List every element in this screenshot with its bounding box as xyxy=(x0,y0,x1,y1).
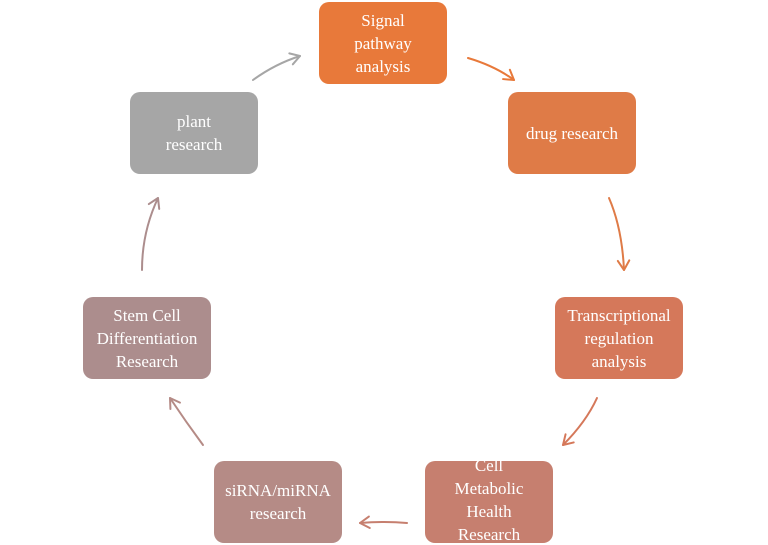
node-label: plant research xyxy=(165,112,223,154)
arrowhead xyxy=(147,197,161,210)
node-plant-research: plant research xyxy=(130,92,258,174)
node-label: drug research xyxy=(525,123,619,143)
cycle-arrow xyxy=(141,197,159,271)
node-label: Cell Metabolic Health Research xyxy=(454,461,524,543)
arrowhead xyxy=(502,68,515,81)
arrowhead xyxy=(616,259,631,271)
arrowhead xyxy=(562,433,575,446)
node-signal-pathway-analysis: Signal pathway analysis xyxy=(319,2,447,84)
node-stem-cell-differentiation-research: Stem Cell Differentiation Research xyxy=(83,297,211,379)
cycle-arrow xyxy=(252,55,301,81)
arrowhead xyxy=(288,52,301,66)
cycle-arrow xyxy=(467,57,515,81)
cycle-arrow xyxy=(608,197,625,271)
cycle-arrow xyxy=(562,397,598,446)
cycle-arrow xyxy=(169,397,204,446)
node-label: Transcriptional regulation analysis xyxy=(567,305,671,371)
node-transcriptional-regulation-analysis: Transcriptional regulation analysis xyxy=(555,297,683,379)
node-label: siRNA/miRNA research xyxy=(225,481,331,523)
node-cell-metabolic-health-research: Cell Metabolic Health Research xyxy=(425,461,553,543)
cycle-arrow xyxy=(359,521,408,524)
arrowhead xyxy=(169,397,181,410)
arrowhead xyxy=(359,515,371,529)
node-label: Signal pathway analysis xyxy=(354,10,412,76)
node-drug-research: drug research xyxy=(508,92,636,174)
node-sirna-mirna-research: siRNA/miRNA research xyxy=(214,461,342,543)
node-label: Stem Cell Differentiation Research xyxy=(96,305,198,371)
